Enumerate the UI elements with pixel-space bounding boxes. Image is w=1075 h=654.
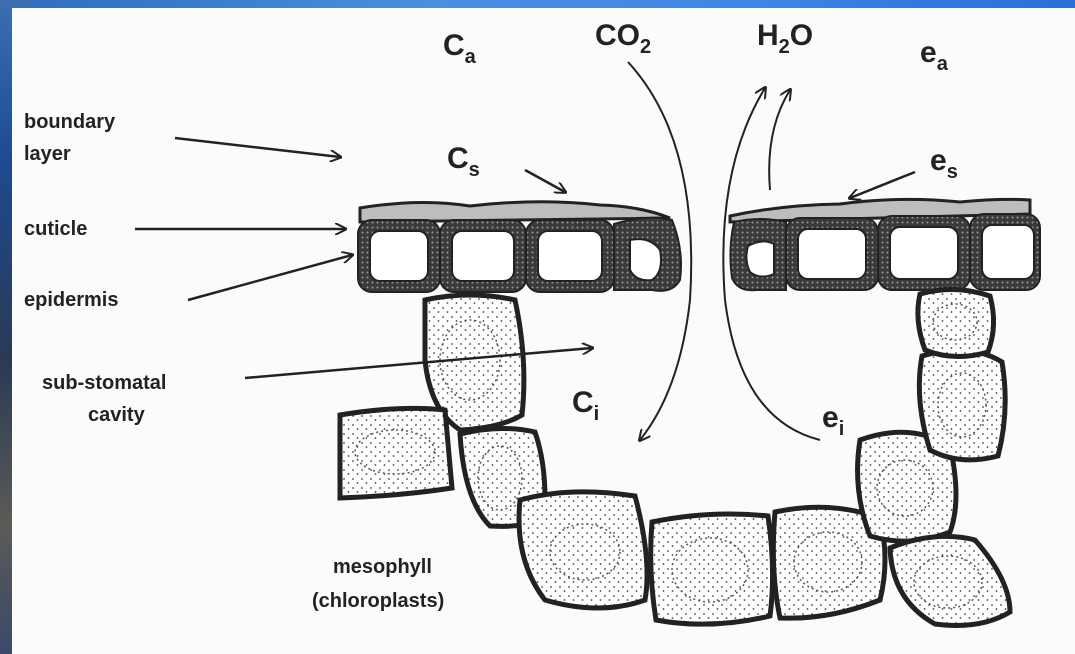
es-pointer bbox=[850, 172, 915, 198]
epidermis-left bbox=[358, 218, 681, 292]
cuticle-left bbox=[360, 202, 670, 222]
boundary-layer-pointer bbox=[175, 138, 340, 157]
label-ci: Ci bbox=[572, 386, 599, 425]
cavity-pointer bbox=[245, 348, 592, 378]
label-h2o: H2O bbox=[757, 19, 813, 58]
mesophyll-cell bbox=[519, 492, 647, 608]
mesophyll-cell bbox=[918, 289, 994, 356]
mesophyll-cells bbox=[340, 289, 1010, 625]
label-epidermis: epidermis bbox=[24, 289, 118, 311]
label-boundary-line2: layer bbox=[24, 143, 71, 165]
cs-pointer bbox=[525, 170, 565, 192]
label-ca: Ca bbox=[443, 29, 477, 68]
label-cavity-line1: sub-stomatal bbox=[42, 372, 166, 394]
mesophyll-cell bbox=[890, 536, 1010, 625]
label-es: es bbox=[930, 144, 958, 183]
label-cavity-line2: cavity bbox=[88, 404, 146, 426]
label-mesophyll-line2: (chloroplasts) bbox=[312, 590, 444, 612]
label-cs: Cs bbox=[447, 142, 480, 181]
mesophyll-cell bbox=[651, 514, 773, 624]
mesophyll-cell bbox=[919, 350, 1005, 460]
label-ea: ea bbox=[920, 36, 949, 75]
label-cuticle: cuticle bbox=[24, 218, 87, 240]
label-mesophyll-line1: mesophyll bbox=[333, 556, 432, 578]
epidermis-right bbox=[730, 214, 1040, 290]
epidermis-pointer bbox=[188, 255, 352, 300]
label-ei: ei bbox=[822, 401, 844, 440]
label-co2: CO2 bbox=[595, 19, 651, 58]
h2o-flux-arrow-short bbox=[769, 90, 790, 190]
label-boundary-line1: boundary bbox=[24, 111, 116, 133]
